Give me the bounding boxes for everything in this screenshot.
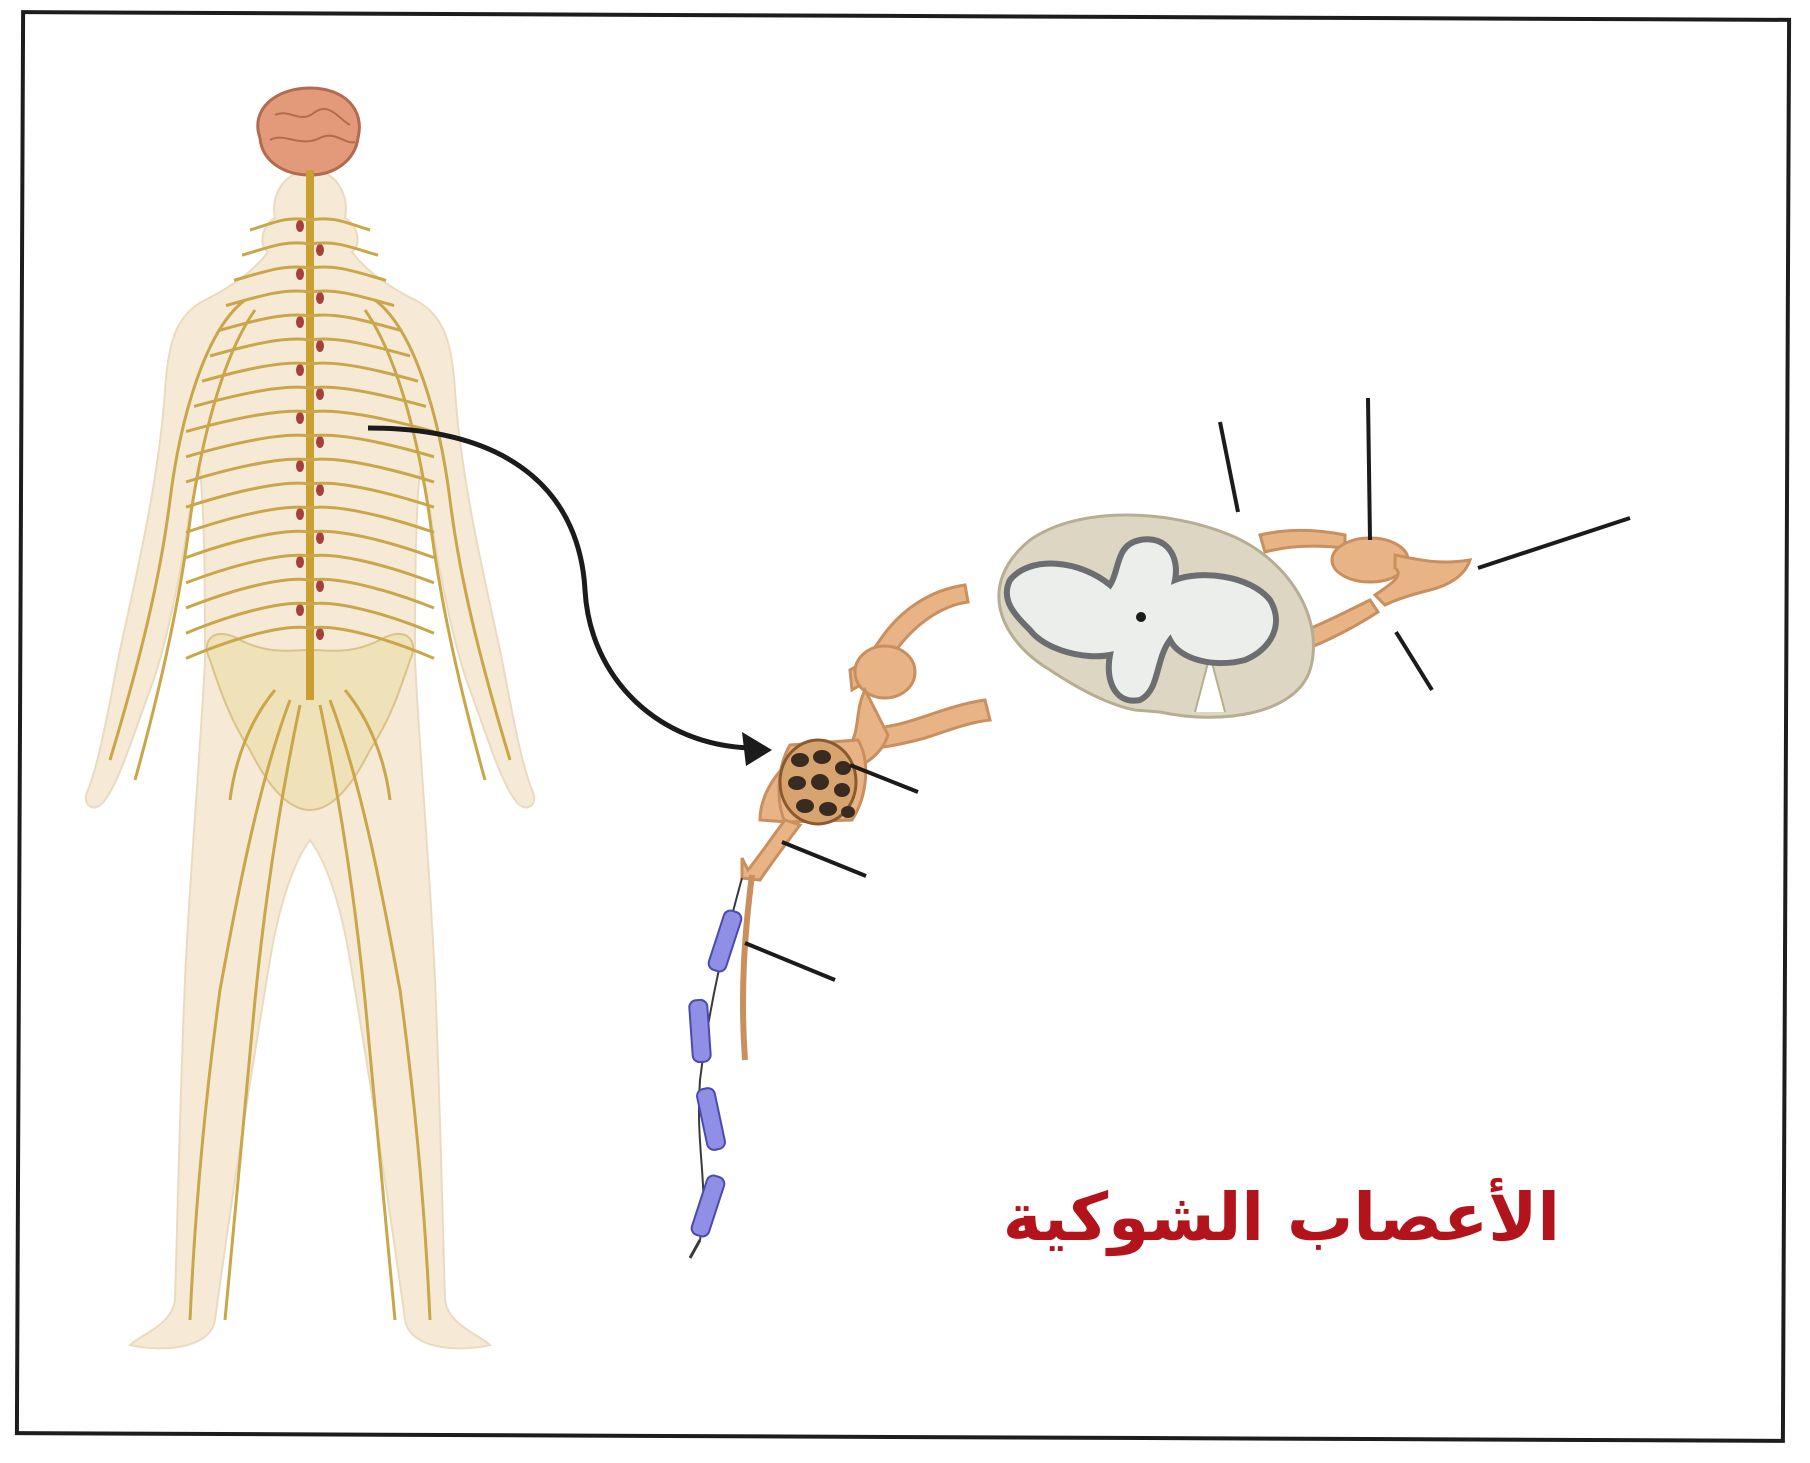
vertebra-dot — [316, 340, 324, 352]
label-pointer-1 — [1220, 422, 1238, 512]
vertebra-dot — [316, 388, 324, 400]
vertebra-dot — [296, 268, 304, 280]
vertebra-dot — [296, 364, 304, 376]
vertebra-dot — [296, 412, 304, 424]
label-pointer-6 — [782, 842, 866, 876]
vertebra-dot — [296, 604, 304, 616]
human-body-nervous-system-icon — [86, 88, 535, 1348]
vertebra-dot — [316, 292, 324, 304]
label-pointer-2 — [1368, 398, 1370, 540]
vertebra-dot — [316, 436, 324, 448]
label-pointer-7 — [745, 943, 835, 980]
vertebra-dot — [316, 484, 324, 496]
vertebra-dot — [316, 244, 324, 256]
myelinated-axon-icon — [689, 875, 752, 1258]
vertebra-dot — [296, 220, 304, 232]
vertebra-dot — [296, 556, 304, 568]
brain-icon — [258, 88, 360, 175]
vertebra-dot — [316, 532, 324, 544]
diagram-caption: الأعصاب الشوكية — [960, 1185, 1560, 1251]
vertebra-dot — [316, 580, 324, 592]
vertebra-dot — [316, 628, 324, 640]
vertebra-dot — [296, 508, 304, 520]
vertebra-dot — [296, 316, 304, 328]
label-pointer-4 — [1396, 632, 1432, 690]
central-canal — [1136, 612, 1146, 622]
vertebra-dot — [296, 460, 304, 472]
label-pointer-3 — [1478, 518, 1630, 568]
